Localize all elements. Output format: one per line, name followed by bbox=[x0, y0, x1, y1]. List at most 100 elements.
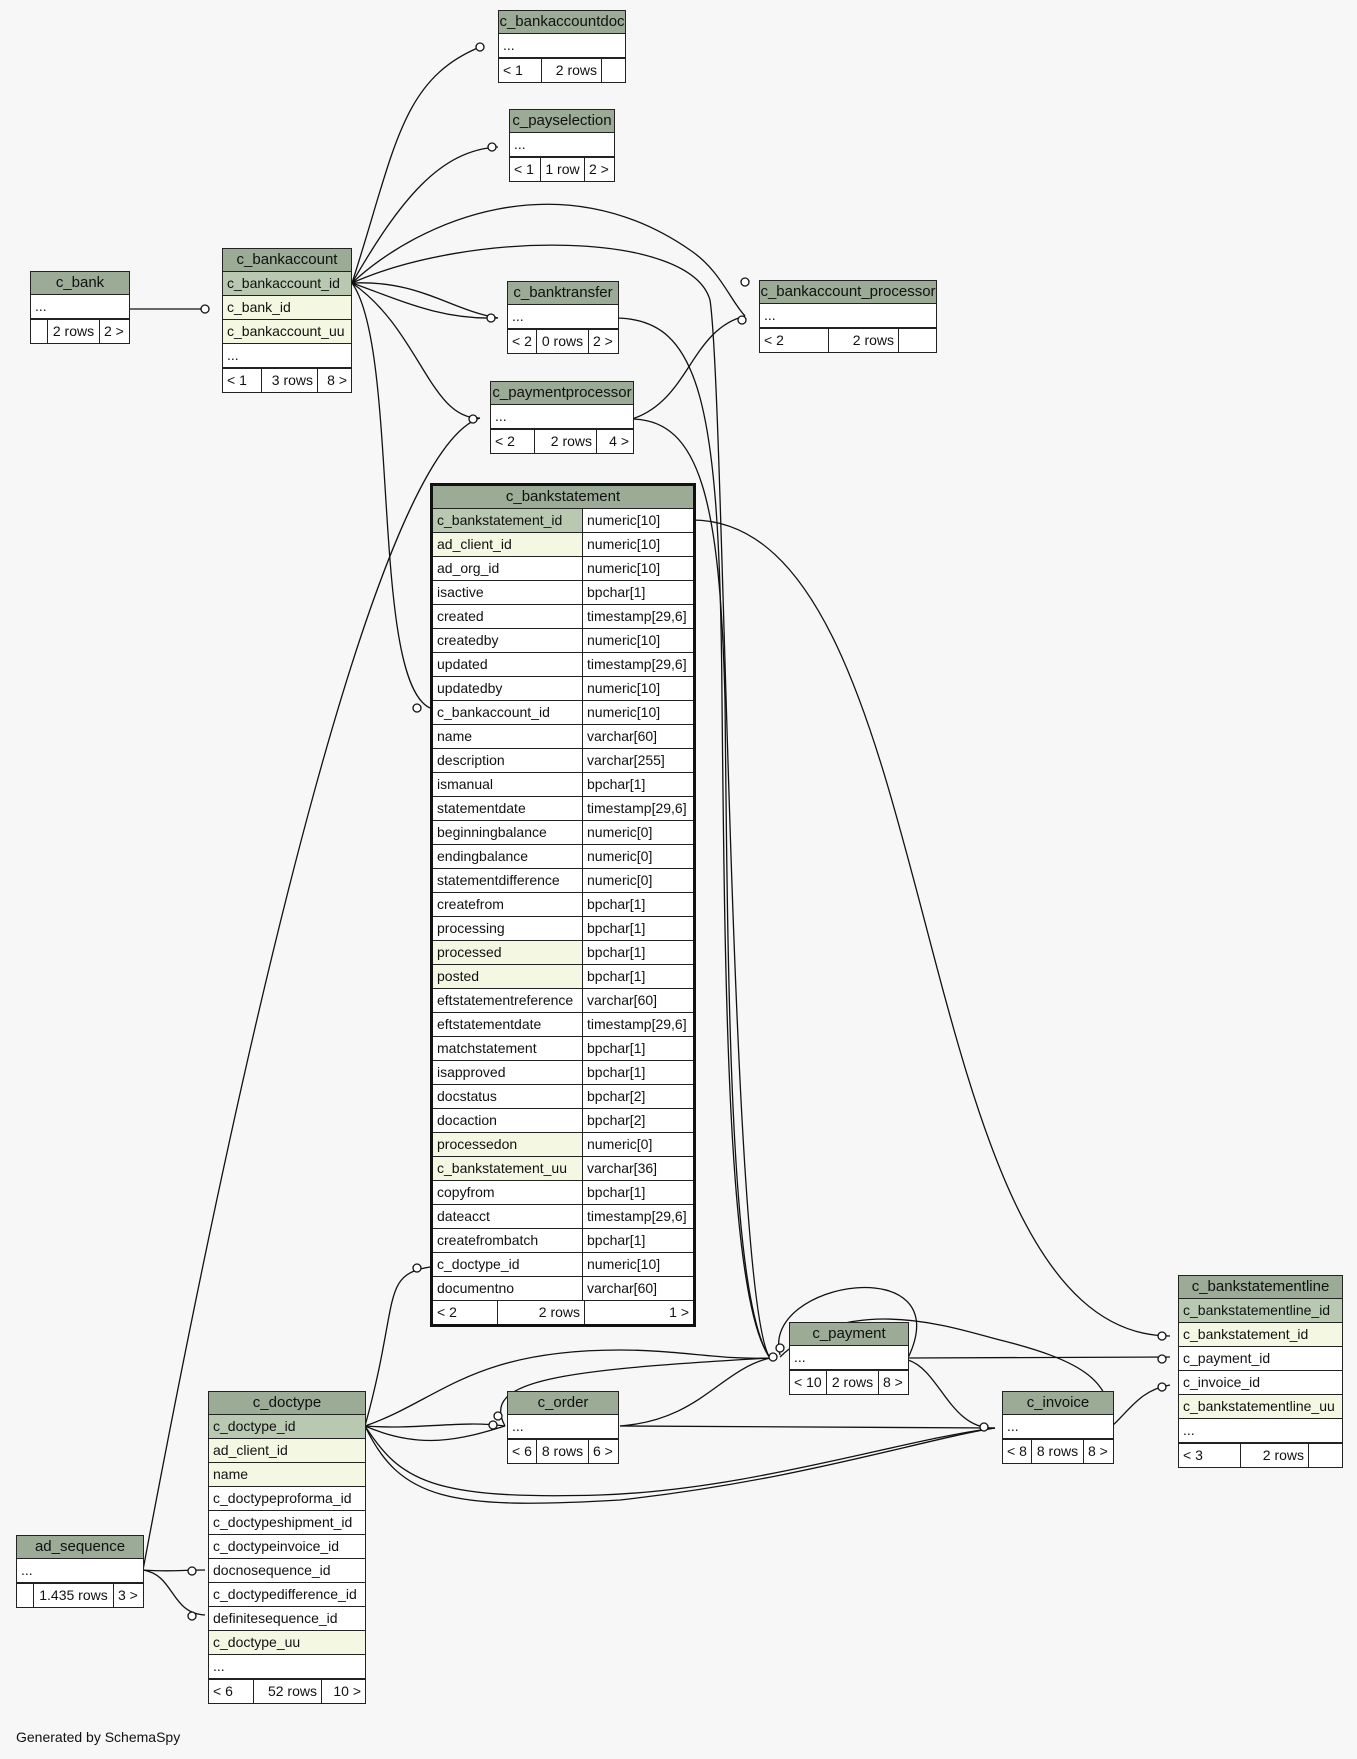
column-name: ad_org_id bbox=[437, 560, 500, 576]
table-footer: < 8 8 rows 8 > bbox=[1003, 1439, 1113, 1463]
column-name: c_doctypeshipment_id bbox=[213, 1514, 353, 1530]
row-count: 2 rows bbox=[828, 329, 898, 352]
primary-key-column: c_bankstatementline_id bbox=[1183, 1302, 1331, 1318]
row-count: 52 rows bbox=[253, 1680, 321, 1703]
column-name: ... bbox=[512, 1418, 524, 1434]
parents-count: < 6 bbox=[512, 1443, 532, 1459]
column-type: numeric[10] bbox=[582, 701, 693, 724]
table-c-bankaccount-processor[interactable]: c_bankaccount_processor ... < 2 2 rows bbox=[759, 280, 937, 353]
table-footer: < 2 2 rows bbox=[760, 328, 936, 352]
table-ad-sequence[interactable]: ad_sequence ... 1.435 rows 3 > bbox=[16, 1535, 144, 1608]
column-type: bpchar[1] bbox=[582, 1061, 693, 1084]
table-footer: < 6 52 rows 10 > bbox=[209, 1679, 365, 1703]
table-c-invoice[interactable]: c_invoice ... < 8 8 rows 8 > bbox=[1002, 1391, 1114, 1464]
column-type: bpchar[2] bbox=[582, 1109, 693, 1132]
column-name: processed bbox=[433, 941, 582, 964]
column-name: c_bankaccount_id bbox=[437, 704, 550, 720]
table-c-payment[interactable]: c_payment ... < 10 2 rows 8 > bbox=[789, 1322, 909, 1395]
table-c-bank[interactable]: c_bank ... 2 rows 2 > bbox=[30, 271, 130, 344]
children-count: 4 > bbox=[596, 430, 633, 453]
column-name: statementdate bbox=[437, 800, 526, 816]
table-footer: < 2 2 rows 4 > bbox=[491, 429, 633, 453]
column-row: processing bpchar[1] bbox=[433, 917, 693, 941]
parents-count bbox=[31, 320, 47, 343]
table-c-doctype[interactable]: c_doctype c_doctype_id ad_client_id name… bbox=[208, 1391, 366, 1704]
column-name: updatedby bbox=[437, 680, 503, 696]
table-title: c_invoice bbox=[1003, 1392, 1113, 1415]
indexed-column: ad_client_id bbox=[213, 1442, 288, 1458]
column-name: eftstatementreference bbox=[437, 992, 574, 1008]
table-c-bankaccountdoc[interactable]: c_bankaccountdoc ... < 1 2 rows bbox=[498, 10, 626, 83]
table-title: c_payment bbox=[790, 1323, 908, 1346]
column-name: ... bbox=[514, 136, 526, 152]
parents-count: < 8 bbox=[1007, 1443, 1027, 1459]
children-count: 2 > bbox=[99, 320, 129, 343]
row-count: 0 rows bbox=[536, 330, 588, 353]
table-c-order[interactable]: c_order ... < 6 8 rows 6 > bbox=[507, 1391, 619, 1464]
indexed-column: c_bankaccount_uu bbox=[227, 323, 345, 339]
table-title: c_bankaccount_processor bbox=[760, 281, 936, 304]
column-type: bpchar[1] bbox=[582, 917, 693, 940]
children-count: 2 > bbox=[584, 158, 614, 181]
row-count: 8 rows bbox=[536, 1440, 588, 1463]
column-name: processing bbox=[437, 920, 505, 936]
children-count: 10 > bbox=[321, 1680, 365, 1703]
table-footer: < 2 2 rows 1 > bbox=[433, 1300, 693, 1324]
table-title: c_doctype bbox=[209, 1392, 365, 1415]
row-count: 1 row bbox=[540, 158, 584, 181]
column-name: ismanual bbox=[437, 776, 494, 792]
table-c-banktransfer[interactable]: c_banktransfer ... < 2 0 rows 2 > bbox=[507, 281, 619, 354]
parents-count: < 2 bbox=[764, 332, 784, 348]
column-name: createfrombatch bbox=[437, 1232, 539, 1248]
indexed-column: c_bank_id bbox=[227, 299, 291, 315]
children-count bbox=[1308, 1444, 1342, 1467]
column-name: c_payment_id bbox=[1183, 1350, 1271, 1366]
column-name: ... bbox=[512, 308, 524, 324]
row-count: 3 rows bbox=[261, 369, 317, 392]
column-type: bpchar[1] bbox=[582, 1229, 693, 1252]
parents-count: < 3 bbox=[1183, 1447, 1203, 1463]
column-name: ... bbox=[227, 347, 239, 363]
column-row: c_bankaccount_id numeric[10] bbox=[433, 701, 693, 725]
column-type: timestamp[29,6] bbox=[582, 605, 693, 628]
table-c-bankstatementline[interactable]: c_bankstatementline c_bankstatementline_… bbox=[1178, 1275, 1343, 1468]
column-type: varchar[36] bbox=[582, 1157, 693, 1180]
column-name: c_doctypedifference_id bbox=[213, 1586, 357, 1602]
primary-key-column: c_bankaccount_id bbox=[227, 275, 340, 291]
table-c-paymentprocessor[interactable]: c_paymentprocessor ... < 2 2 rows 4 > bbox=[490, 381, 634, 454]
table-title: c_order bbox=[508, 1392, 618, 1415]
parents-count: < 1 bbox=[514, 161, 534, 177]
row-count: 2 rows bbox=[534, 430, 596, 453]
table-c-bankaccount[interactable]: c_bankaccount c_bankaccount_id c_bank_id… bbox=[222, 248, 352, 393]
column-name: processedon bbox=[433, 1133, 582, 1156]
column-type: bpchar[1] bbox=[582, 893, 693, 916]
parents-count: < 10 bbox=[794, 1374, 822, 1390]
column-name: ... bbox=[35, 298, 47, 314]
indexed-column: c_bankstatement_id bbox=[1183, 1326, 1309, 1342]
column-type: numeric[0] bbox=[582, 869, 693, 892]
column-name: definitesequence_id bbox=[213, 1610, 338, 1626]
column-name: ... bbox=[1007, 1418, 1019, 1434]
table-title: ad_sequence bbox=[17, 1536, 143, 1559]
children-count: 3 > bbox=[113, 1584, 143, 1607]
row-count: 2 rows bbox=[541, 59, 601, 82]
column-name: ... bbox=[794, 1349, 806, 1365]
children-count bbox=[601, 59, 625, 82]
table-c-payselection[interactable]: c_payselection ... < 1 1 row 2 > bbox=[509, 109, 615, 182]
column-name: statementdifference bbox=[437, 872, 560, 888]
